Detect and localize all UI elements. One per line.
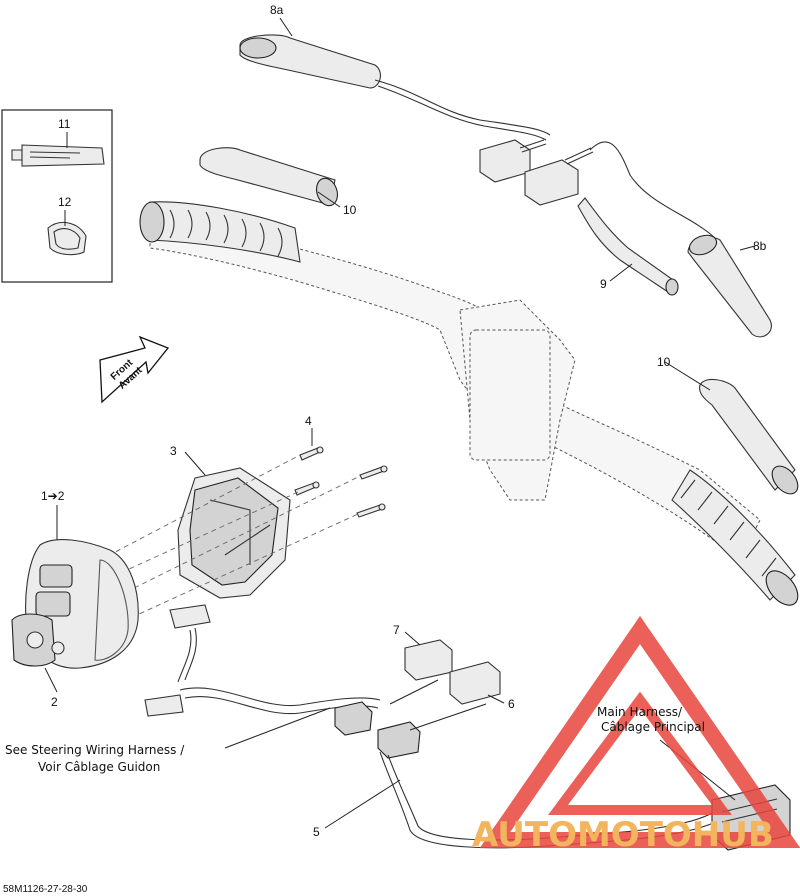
watermark <box>479 615 800 848</box>
handlebar <box>149 214 761 561</box>
rod-9 <box>577 197 679 296</box>
heating-element-8b <box>687 234 772 338</box>
heating-sleeve-10-right <box>699 378 799 495</box>
main-harness-note-line2: Câblage Principal <box>601 720 705 734</box>
callout-9: 9 <box>600 277 607 291</box>
callout-5: 5 <box>313 825 320 839</box>
callout-10-top: 10 <box>343 203 357 217</box>
steering-note-line2: Voir Câblage Guidon <box>38 760 160 774</box>
callout-6: 6 <box>508 697 515 711</box>
callout-1-2: 1➔2 <box>41 489 65 503</box>
switch-housing-3 <box>177 467 291 599</box>
front-arrow <box>99 335 170 404</box>
callout-3: 3 <box>170 444 177 458</box>
steering-note-line1: See Steering Wiring Harness / <box>5 743 185 757</box>
connector-pair-top <box>479 139 716 239</box>
heating-element-8a <box>239 34 551 141</box>
left-grip <box>139 201 301 263</box>
main-harness-note-line1: Main Harness/ <box>597 705 683 719</box>
heating-sleeve-10-top <box>199 147 338 207</box>
screws-4 <box>294 446 388 518</box>
switch-harness <box>144 604 381 717</box>
watermark-text: AUTOMOTOHUB <box>472 815 774 855</box>
callout-12: 12 <box>58 195 72 209</box>
callout-11: 11 <box>58 117 71 131</box>
callout-10-right: 10 <box>657 355 671 369</box>
callout-8b: 8b <box>753 239 767 253</box>
connector-7 <box>404 639 453 681</box>
right-grip <box>671 469 799 606</box>
callout-labels: 8a 11 12 10 9 8b 10 4 3 1➔2 2 7 6 5 <box>41 3 767 839</box>
callout-8a: 8a <box>270 3 284 17</box>
callout-7: 7 <box>393 623 400 637</box>
assembly-lines <box>99 454 361 626</box>
notes: See Steering Wiring Harness / Voir Câbla… <box>5 705 705 774</box>
connector-6 <box>449 661 501 705</box>
callout-2: 2 <box>51 695 58 709</box>
callout-4: 4 <box>305 414 312 428</box>
inset-box <box>1 109 113 283</box>
drawing-code: 58M1126-27-28-30 <box>3 884 88 895</box>
switch-assembly-1-2 <box>11 539 139 669</box>
